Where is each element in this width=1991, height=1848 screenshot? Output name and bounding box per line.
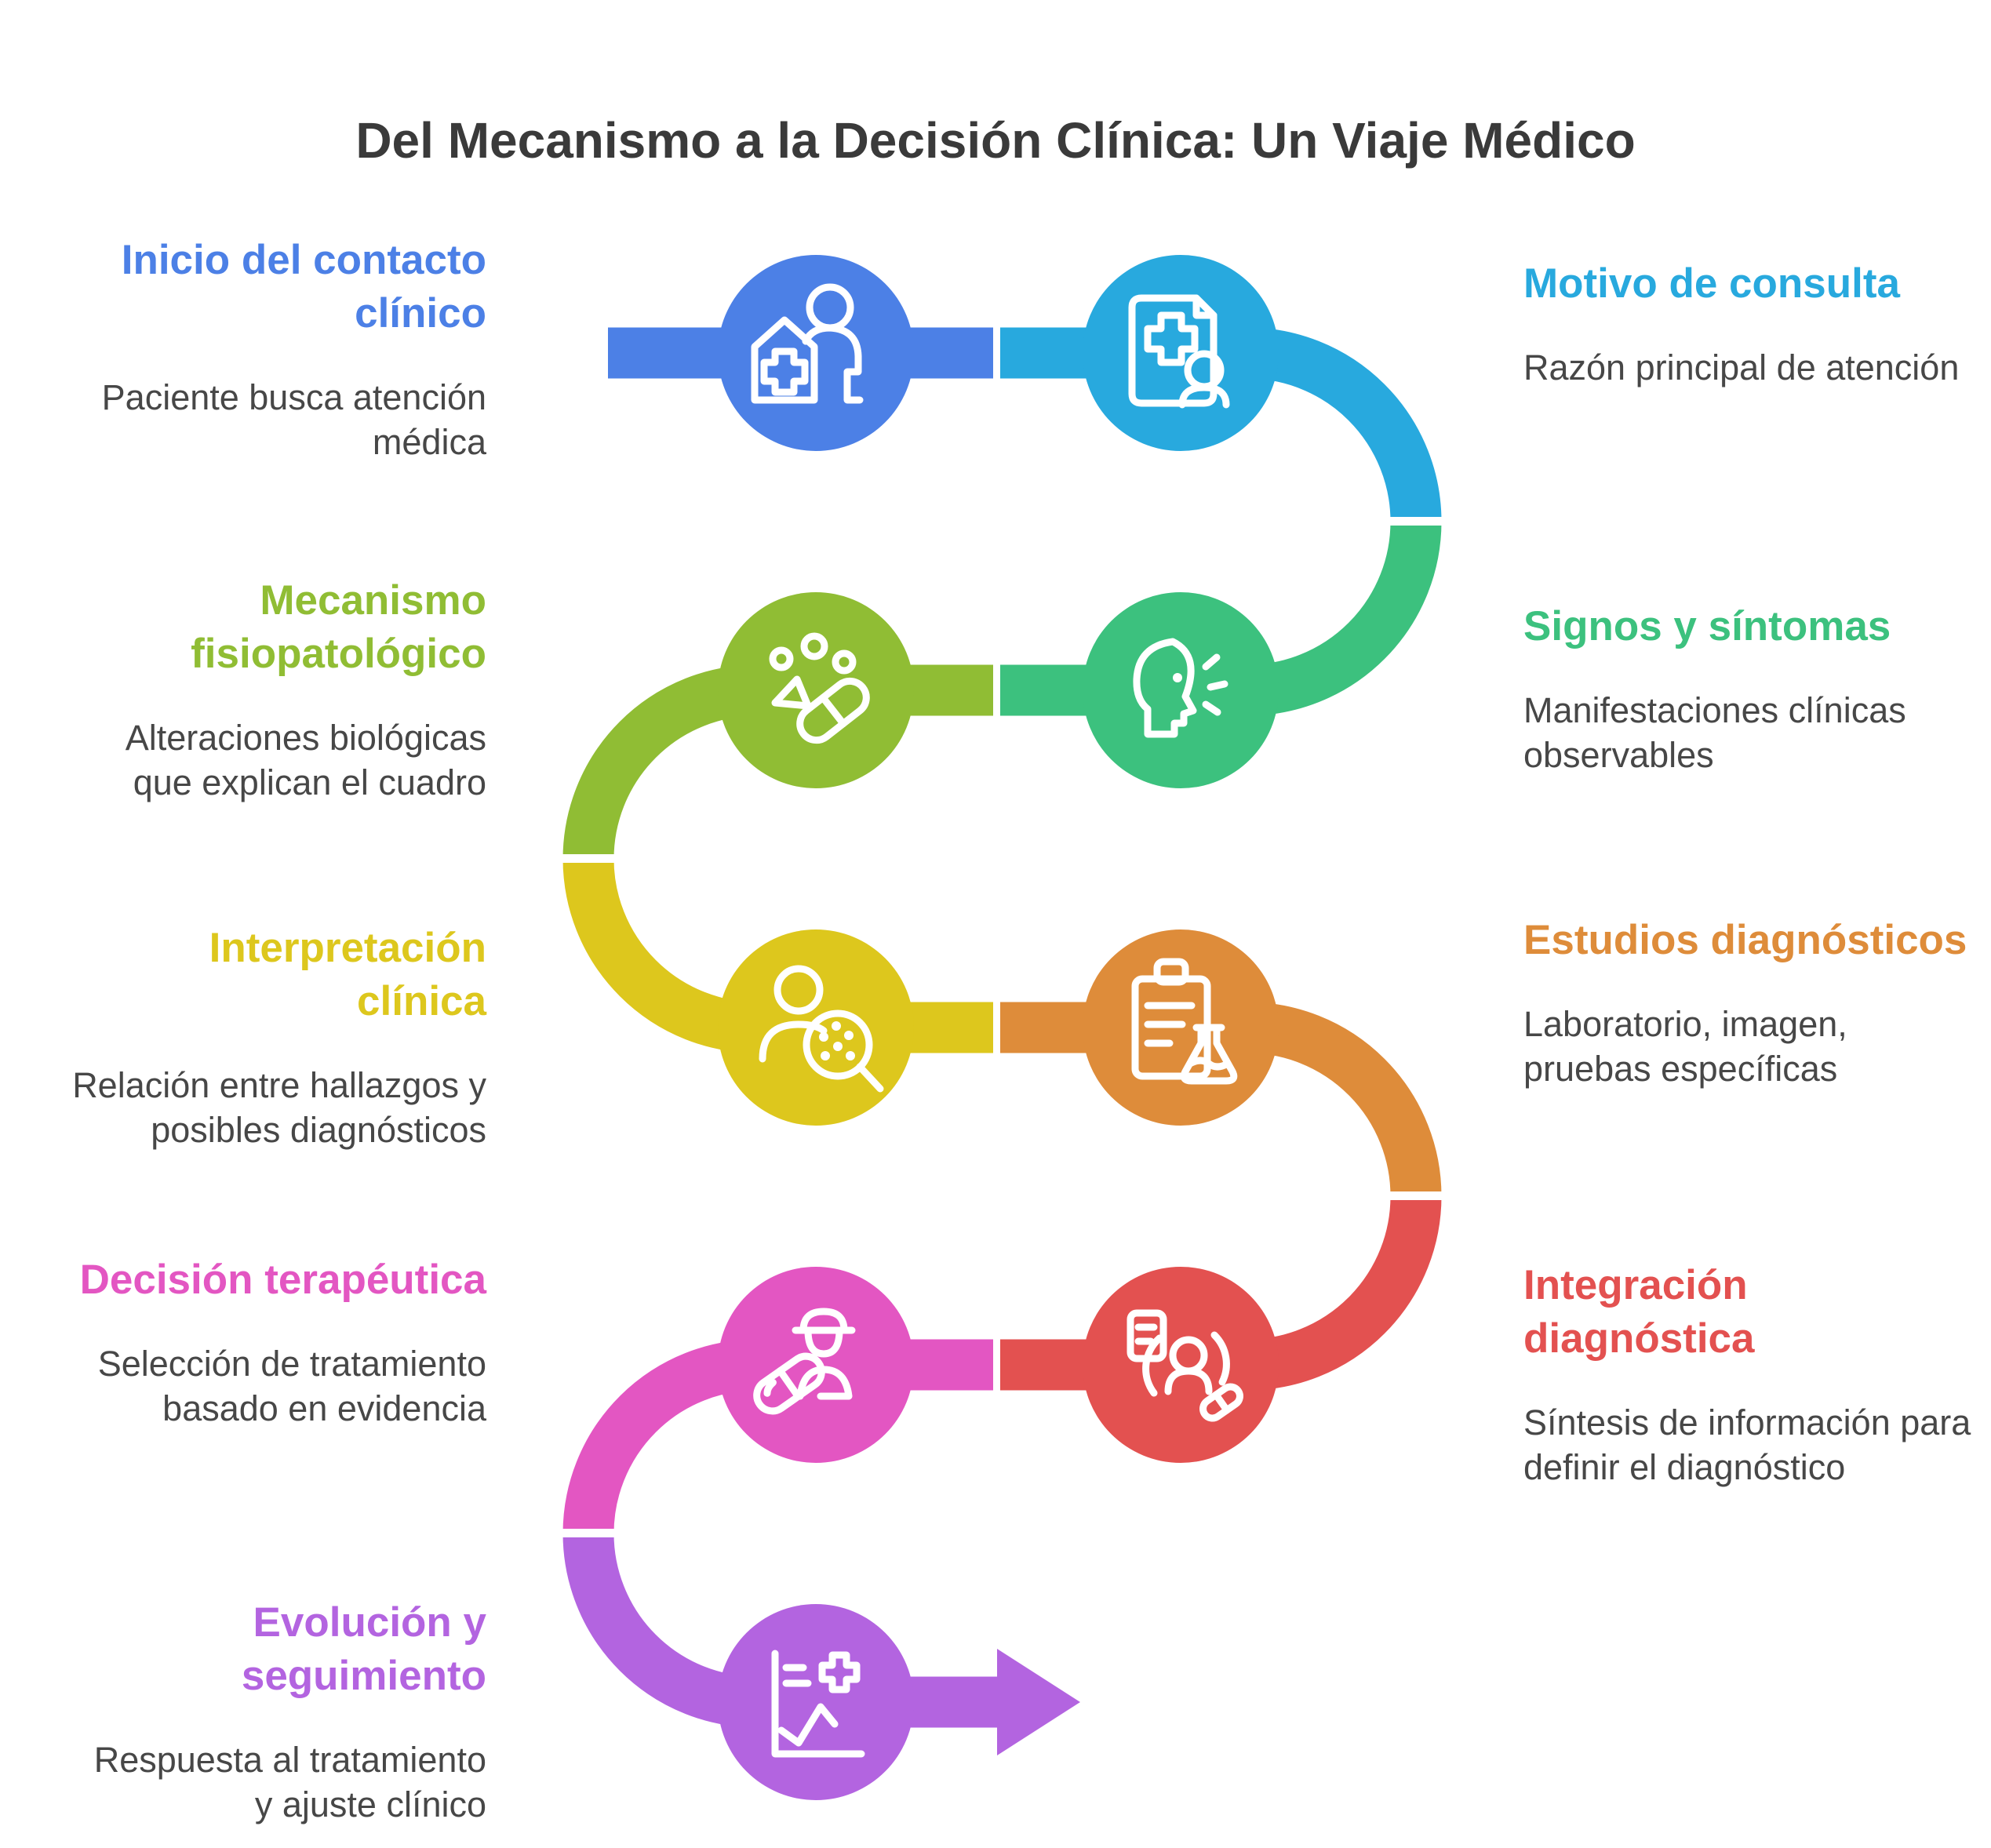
step-label-block-4: Mecanismo fisiopatológico Alteraciones b…: [71, 574, 486, 805]
step-circle-4: [718, 592, 914, 788]
step-description-1: Paciente busca atención médica: [101, 377, 486, 462]
step-title-4: Mecanismo fisiopatológico: [191, 577, 486, 677]
connector-curve-right-1-top: [1247, 327, 1442, 522]
clipboard-flask-icon: [1131, 958, 1238, 1085]
connector-curve-right-2-top: [1247, 1002, 1442, 1197]
step-description-5: Relación entre hallazgos y posibles diag…: [72, 1065, 486, 1150]
step-description-2: Razón principal de atención: [1523, 347, 1960, 387]
step-description-6: Laboratorio, imagen, pruebas específicas: [1523, 1004, 1847, 1089]
step-description-8: Selección de tratamiento basado en evide…: [97, 1344, 486, 1428]
step-label-block-8: Decisión terapéutica Selección de tratam…: [71, 1253, 486, 1431]
step-title-7: Integración diagnóstica: [1523, 1262, 1755, 1362]
connector-curve-right-2-bottom: [1247, 1195, 1442, 1391]
curve-gap: [559, 854, 617, 863]
step-circle-9: [718, 1604, 914, 1800]
curve-gap: [1387, 1191, 1445, 1200]
step-description-4: Alteraciones biológicas que explican el …: [125, 718, 486, 802]
step-title-5: Interpretación clínica: [209, 925, 486, 1024]
molecules-pill-icon: [769, 632, 870, 744]
step-title-9: Evolución y seguimiento: [241, 1599, 486, 1699]
medical-document-icon: [1128, 294, 1230, 409]
step-label-block-6: Estudios diagnósticos Laboratorio, image…: [1523, 914, 1975, 1091]
step-title-8: Decisión terapéutica: [79, 1257, 486, 1303]
step-description-9: Respuesta al tratamiento y ajuste clínic…: [93, 1740, 486, 1824]
step-label-block-1: Inicio del contacto clínico Paciente bus…: [71, 234, 486, 464]
step-description-3: Manifestaciones clínicas observables: [1523, 690, 1906, 775]
step-title-6: Estudios diagnósticos: [1523, 917, 1967, 963]
flow-arrowhead: [997, 1649, 1080, 1755]
step-label-block-2: Motivo de consulta Razón principal de at…: [1523, 257, 1975, 390]
step-title-1: Inicio del contacto clínico: [121, 237, 486, 336]
page-title: Del Mecanismo a la Decisión Clínica: Un …: [355, 112, 1636, 169]
step-label-block-7: Integración diagnóstica Síntesis de info…: [1523, 1259, 1975, 1490]
progress-chart-icon: [771, 1650, 865, 1758]
doctor-pill-icon: [753, 1308, 856, 1415]
step-title-2: Motivo de consulta: [1523, 260, 1900, 307]
connector-curve-right-1-bottom: [1247, 521, 1442, 716]
curve-gap: [1387, 517, 1445, 526]
magnifier-cells-icon: [759, 965, 884, 1093]
patient-sync-icon: [1127, 1309, 1243, 1422]
step-label-block-9: Evolución y seguimiento Respuesta al tra…: [71, 1596, 486, 1827]
step-description-7: Síntesis de información para definir el …: [1523, 1402, 1971, 1487]
step-label-block-3: Signos y síntomas Manifestaciones clínic…: [1523, 600, 1975, 777]
step-label-block-5: Interpretación clínica Relación entre ha…: [71, 922, 486, 1152]
step-title-3: Signos y síntomas: [1523, 603, 1891, 649]
step-circle-3: [1083, 592, 1279, 788]
symptoms-head-icon: [1133, 638, 1228, 738]
curve-gap: [559, 1529, 617, 1537]
clinic-visit-icon: [751, 283, 864, 404]
